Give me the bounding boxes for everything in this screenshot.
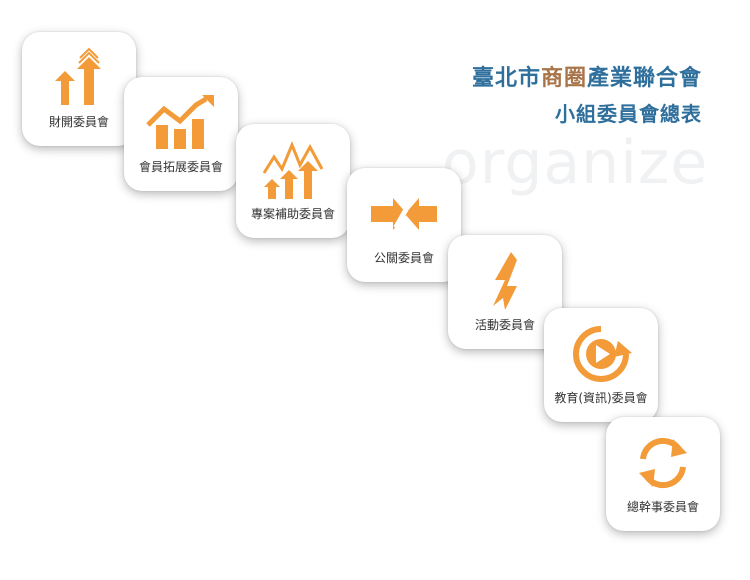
page-title: 臺北市商圈產業聯合會 小組委員會總表 [472, 62, 702, 130]
committee-card-public-relations[interactable]: 公關委員會 [347, 168, 461, 282]
lightning-icon [448, 249, 562, 313]
committee-label: 會員拓展委員會 [138, 160, 223, 174]
committee-card-events[interactable]: 活動委員會 [448, 235, 562, 349]
committee-label: 財開委員會 [48, 115, 109, 129]
exchange-arrows-icon [347, 182, 461, 246]
growth-arrows-icon [22, 46, 136, 110]
committee-card-education[interactable]: 教育(資訊)委員會 [544, 308, 658, 422]
title-city: 臺北市 [471, 66, 541, 91]
committee-label: 專案補助委員會 [250, 207, 335, 221]
committee-card-finance[interactable]: 財開委員會 [22, 32, 136, 146]
committee-label: 總幹事委員會 [626, 500, 699, 514]
committee-label: 教育(資訊)委員會 [554, 391, 648, 405]
page-subtitle: 小組委員會總表 [555, 102, 702, 126]
title-association: 產業聯合會 [586, 66, 702, 91]
rising-peaks-icon [236, 138, 350, 202]
bar-chart-trend-icon [124, 91, 238, 155]
title-district: 商圈 [540, 66, 587, 91]
watermark-text: organize [442, 128, 709, 198]
committee-card-project-subsidy[interactable]: 專案補助委員會 [236, 124, 350, 238]
play-cycle-icon [544, 322, 658, 386]
committee-card-secretary-general[interactable]: 總幹事委員會 [606, 417, 720, 531]
refresh-icon [606, 431, 720, 495]
title-main: 臺北市商圈產業聯合會 [472, 62, 702, 96]
committee-card-membership[interactable]: 會員拓展委員會 [124, 77, 238, 191]
committee-label: 公關委員會 [373, 251, 434, 265]
committee-label: 活動委員會 [474, 318, 535, 332]
